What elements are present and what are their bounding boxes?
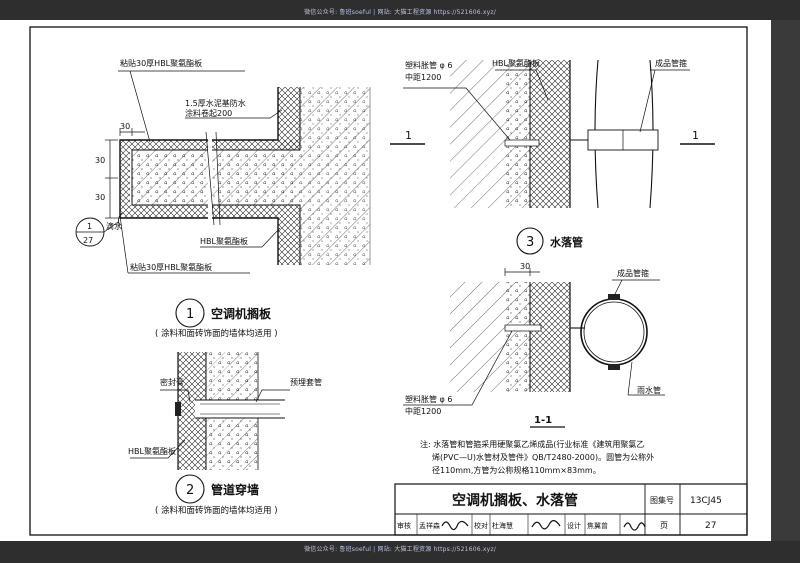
fig1-dim-30-a: 30 (95, 156, 105, 165)
note-line-2: 烯(PVC—U)水管材及管件》QB/T2480-2000)。圆管为公称外 (432, 452, 654, 462)
fig1-label-top: 粘贴30厚HBL聚氨酯板 (120, 58, 202, 68)
titleblock-design-name: 焦翼曾 (587, 521, 608, 530)
fig1-drip-label: 滴水 (106, 221, 122, 231)
titleblock-review-label: 审核 (397, 521, 411, 530)
checker-signature (531, 520, 561, 530)
fig3-label-clamp-2: 成品管箍 (617, 268, 649, 278)
fig3-label-hbl: HBL聚氨酯板 (492, 58, 540, 68)
titleblock-page-value: 27 (705, 521, 716, 531)
fig3-label-pipe: 雨水管 (637, 385, 661, 395)
titleblock-atlas-label: 图集号 (650, 495, 674, 505)
fig1-dim-30-b: 30 (95, 193, 105, 202)
fig3-dim-30: 30 (520, 262, 530, 271)
fig3-label-anchor-1: 塑料胀管 φ 6 (405, 60, 452, 70)
fig1-label-bottom: 粘贴30厚HBL聚氨酯板 (130, 262, 212, 272)
fig2-label-sleeve: 预埋套管 (290, 377, 322, 387)
fig1-number: 1 (186, 307, 194, 322)
fig2-number: 2 (186, 483, 194, 498)
fig3-label-spacing-2: 中距1200 (405, 406, 441, 416)
fig3-label-anchor-2: 塑料胀管 φ 6 (405, 394, 452, 404)
fig2-pipe-wall-drawing (130, 352, 290, 504)
watermark-top: 微信公众号: 鲁班soeful | 网站: 大猫工程资源 https://521… (304, 9, 496, 16)
titleblock-review-name: 孟祥森 (419, 521, 440, 530)
titleblock-title: 空调机搁板、水落管 (452, 492, 578, 509)
fig1-title: 空调机搁板 (211, 306, 272, 321)
fig3-downpipe-drawing (390, 59, 715, 428)
fig1-dim-30-top: 30 (120, 122, 130, 131)
fig1-note: ( 涂料和面砖饰面的墙体均适用 ) (155, 328, 278, 339)
viewer-edge (771, 20, 800, 541)
note-line-3: 径110mm,方管为公称规格110mm×83mm。 (432, 465, 601, 475)
fig2-label-hbl: HBL聚氨酯板 (128, 446, 176, 456)
fig3-label-clamp-1: 成品管箍 (655, 58, 687, 68)
note-line-1: 注: 水落管和管箍采用硬聚氯乙烯成品(行业标准《建筑用聚氯乙 (420, 439, 644, 449)
titleblock-atlas-value: 13CJ45 (690, 496, 722, 506)
fig3-label-spacing-1: 中距1200 (405, 72, 441, 82)
titleblock-check-label: 校对 (474, 521, 488, 530)
fig3-section-right: 1 (692, 129, 699, 142)
watermark-bottom: 微信公众号: 鲁班soeful | 网站: 大猫工程资源 https://521… (304, 546, 496, 553)
reviewer-signature (441, 520, 469, 531)
fig1-label-waterproof-2: 涂料卷起200 (185, 108, 232, 118)
fig2-label-sealant: 密封膏 (160, 377, 184, 387)
fig3-title: 水落管 (550, 235, 583, 249)
fig3-number: 3 (526, 235, 534, 250)
fig2-note: ( 涂料和面砖饰面的墙体均适用 ) (155, 505, 278, 516)
titleblock-check-name: 杜海慧 (492, 521, 513, 530)
title-block-frame (394, 483, 748, 536)
titleblock-design-label: 设计 (567, 521, 581, 530)
fig2-title: 管道穿墙 (211, 482, 259, 497)
fig3-section-title: 1-1 (534, 415, 552, 426)
fig1-ref-num: 1 (87, 222, 92, 231)
fig1-label-hbl: HBL聚氨酯板 (200, 236, 248, 246)
drawing-frame (29, 26, 748, 536)
fig1-label-waterproof-1: 1.5厚水泥基防水 (185, 98, 246, 108)
fig1-ac-shelf-drawing (75, 70, 371, 328)
titleblock-page-label: 页 (660, 521, 668, 530)
designer-signature (623, 522, 646, 531)
fig1-ref-den: 27 (83, 236, 93, 245)
fig3-section-left: 1 (405, 129, 412, 142)
